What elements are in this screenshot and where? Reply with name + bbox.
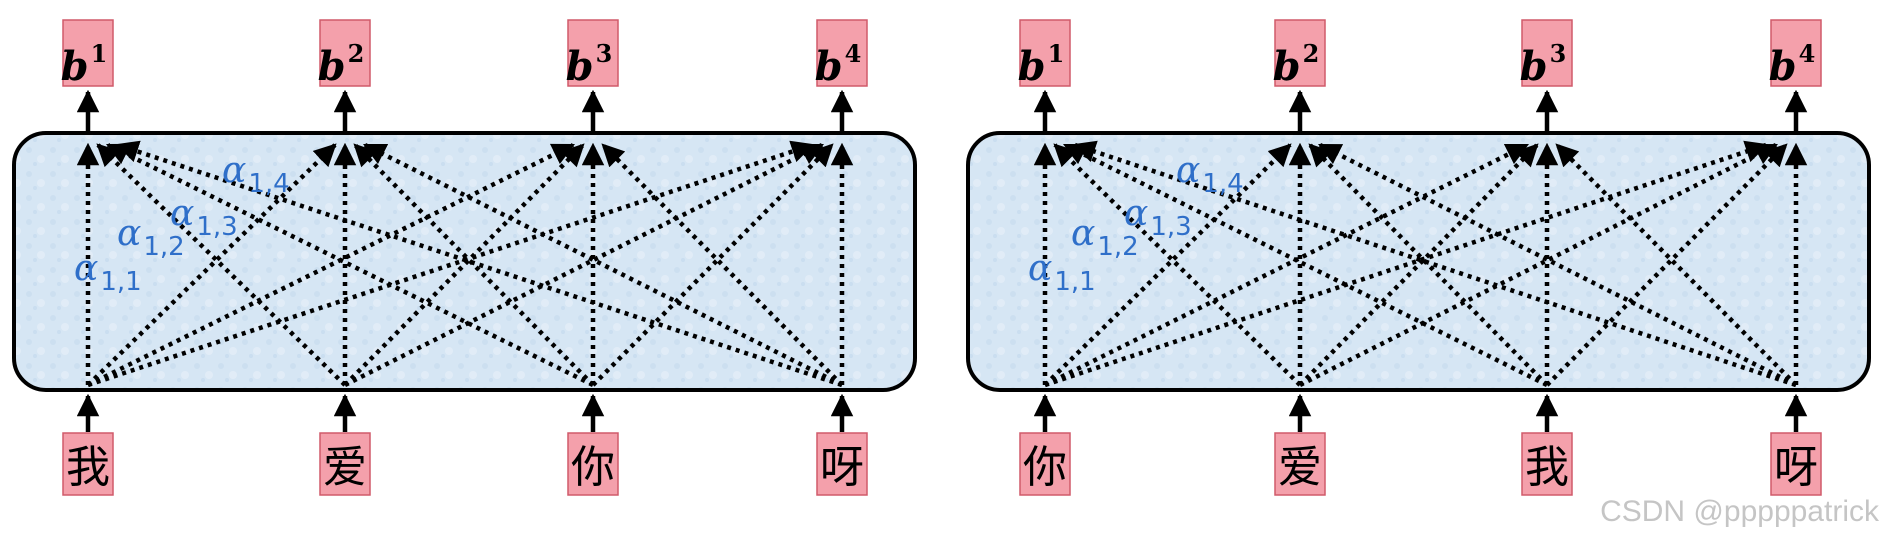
input-token-1: 我 xyxy=(66,442,110,493)
output-box xyxy=(1274,19,1326,87)
input-token-box xyxy=(1770,432,1822,496)
attention-connection-4-1 xyxy=(115,140,843,388)
attention-connection-4-2 xyxy=(1317,142,1798,388)
attention-connection-4-3 xyxy=(601,143,844,387)
input-token-3: 我 xyxy=(1525,442,1569,493)
input-token-box xyxy=(62,432,114,496)
input-token-box xyxy=(567,432,619,496)
output-box xyxy=(62,19,114,87)
attention-connection-2-1 xyxy=(1053,143,1302,387)
attention-connection-4-2 xyxy=(362,142,844,388)
attention-connection-2-4 xyxy=(1298,142,1779,388)
output-box xyxy=(319,19,371,87)
input-token-2: 爱 xyxy=(323,442,367,493)
attention-connection-1-3 xyxy=(87,142,576,388)
input-token-box xyxy=(1019,432,1071,496)
attention-connection-3-2 xyxy=(353,143,595,387)
watermark-text: CSDN @pppppatrick xyxy=(1600,495,1879,528)
output-box xyxy=(1521,19,1573,87)
attention-connection-2-1 xyxy=(96,143,347,387)
attention-connection-3-4 xyxy=(1545,143,1788,387)
output-box xyxy=(567,19,619,87)
attention-connection-1-4 xyxy=(1044,140,1769,388)
input-token-box xyxy=(816,432,868,496)
input-token-box xyxy=(319,432,371,496)
output-box xyxy=(816,19,868,87)
attention-connection-4-3 xyxy=(1555,143,1798,387)
input-token-box xyxy=(1274,432,1326,496)
input-token-box xyxy=(1521,432,1573,496)
attention-connection-4-1 xyxy=(1072,140,1797,388)
output-box xyxy=(1019,19,1071,87)
input-token-4: 呀 xyxy=(1774,442,1818,493)
attention-connection-3-4 xyxy=(591,143,834,387)
attention-connection-1-2 xyxy=(1043,143,1292,387)
input-token-4: 呀 xyxy=(820,442,864,493)
input-token-3: 你 xyxy=(571,442,615,493)
input-token-1: 你 xyxy=(1023,442,1067,493)
attention-connection-2-3 xyxy=(1298,143,1539,387)
attention-connection-1-2 xyxy=(86,143,337,387)
output-label-3: b3 xyxy=(1520,39,1567,90)
attention-connection-2-3 xyxy=(343,143,585,387)
attention-connection-1-4 xyxy=(87,140,815,388)
output-box xyxy=(1770,19,1822,87)
attention-connection-2-4 xyxy=(343,142,825,388)
input-token-2: 爱 xyxy=(1278,442,1322,493)
attention-connection-3-1 xyxy=(105,142,594,388)
attention-connection-3-2 xyxy=(1308,143,1549,387)
